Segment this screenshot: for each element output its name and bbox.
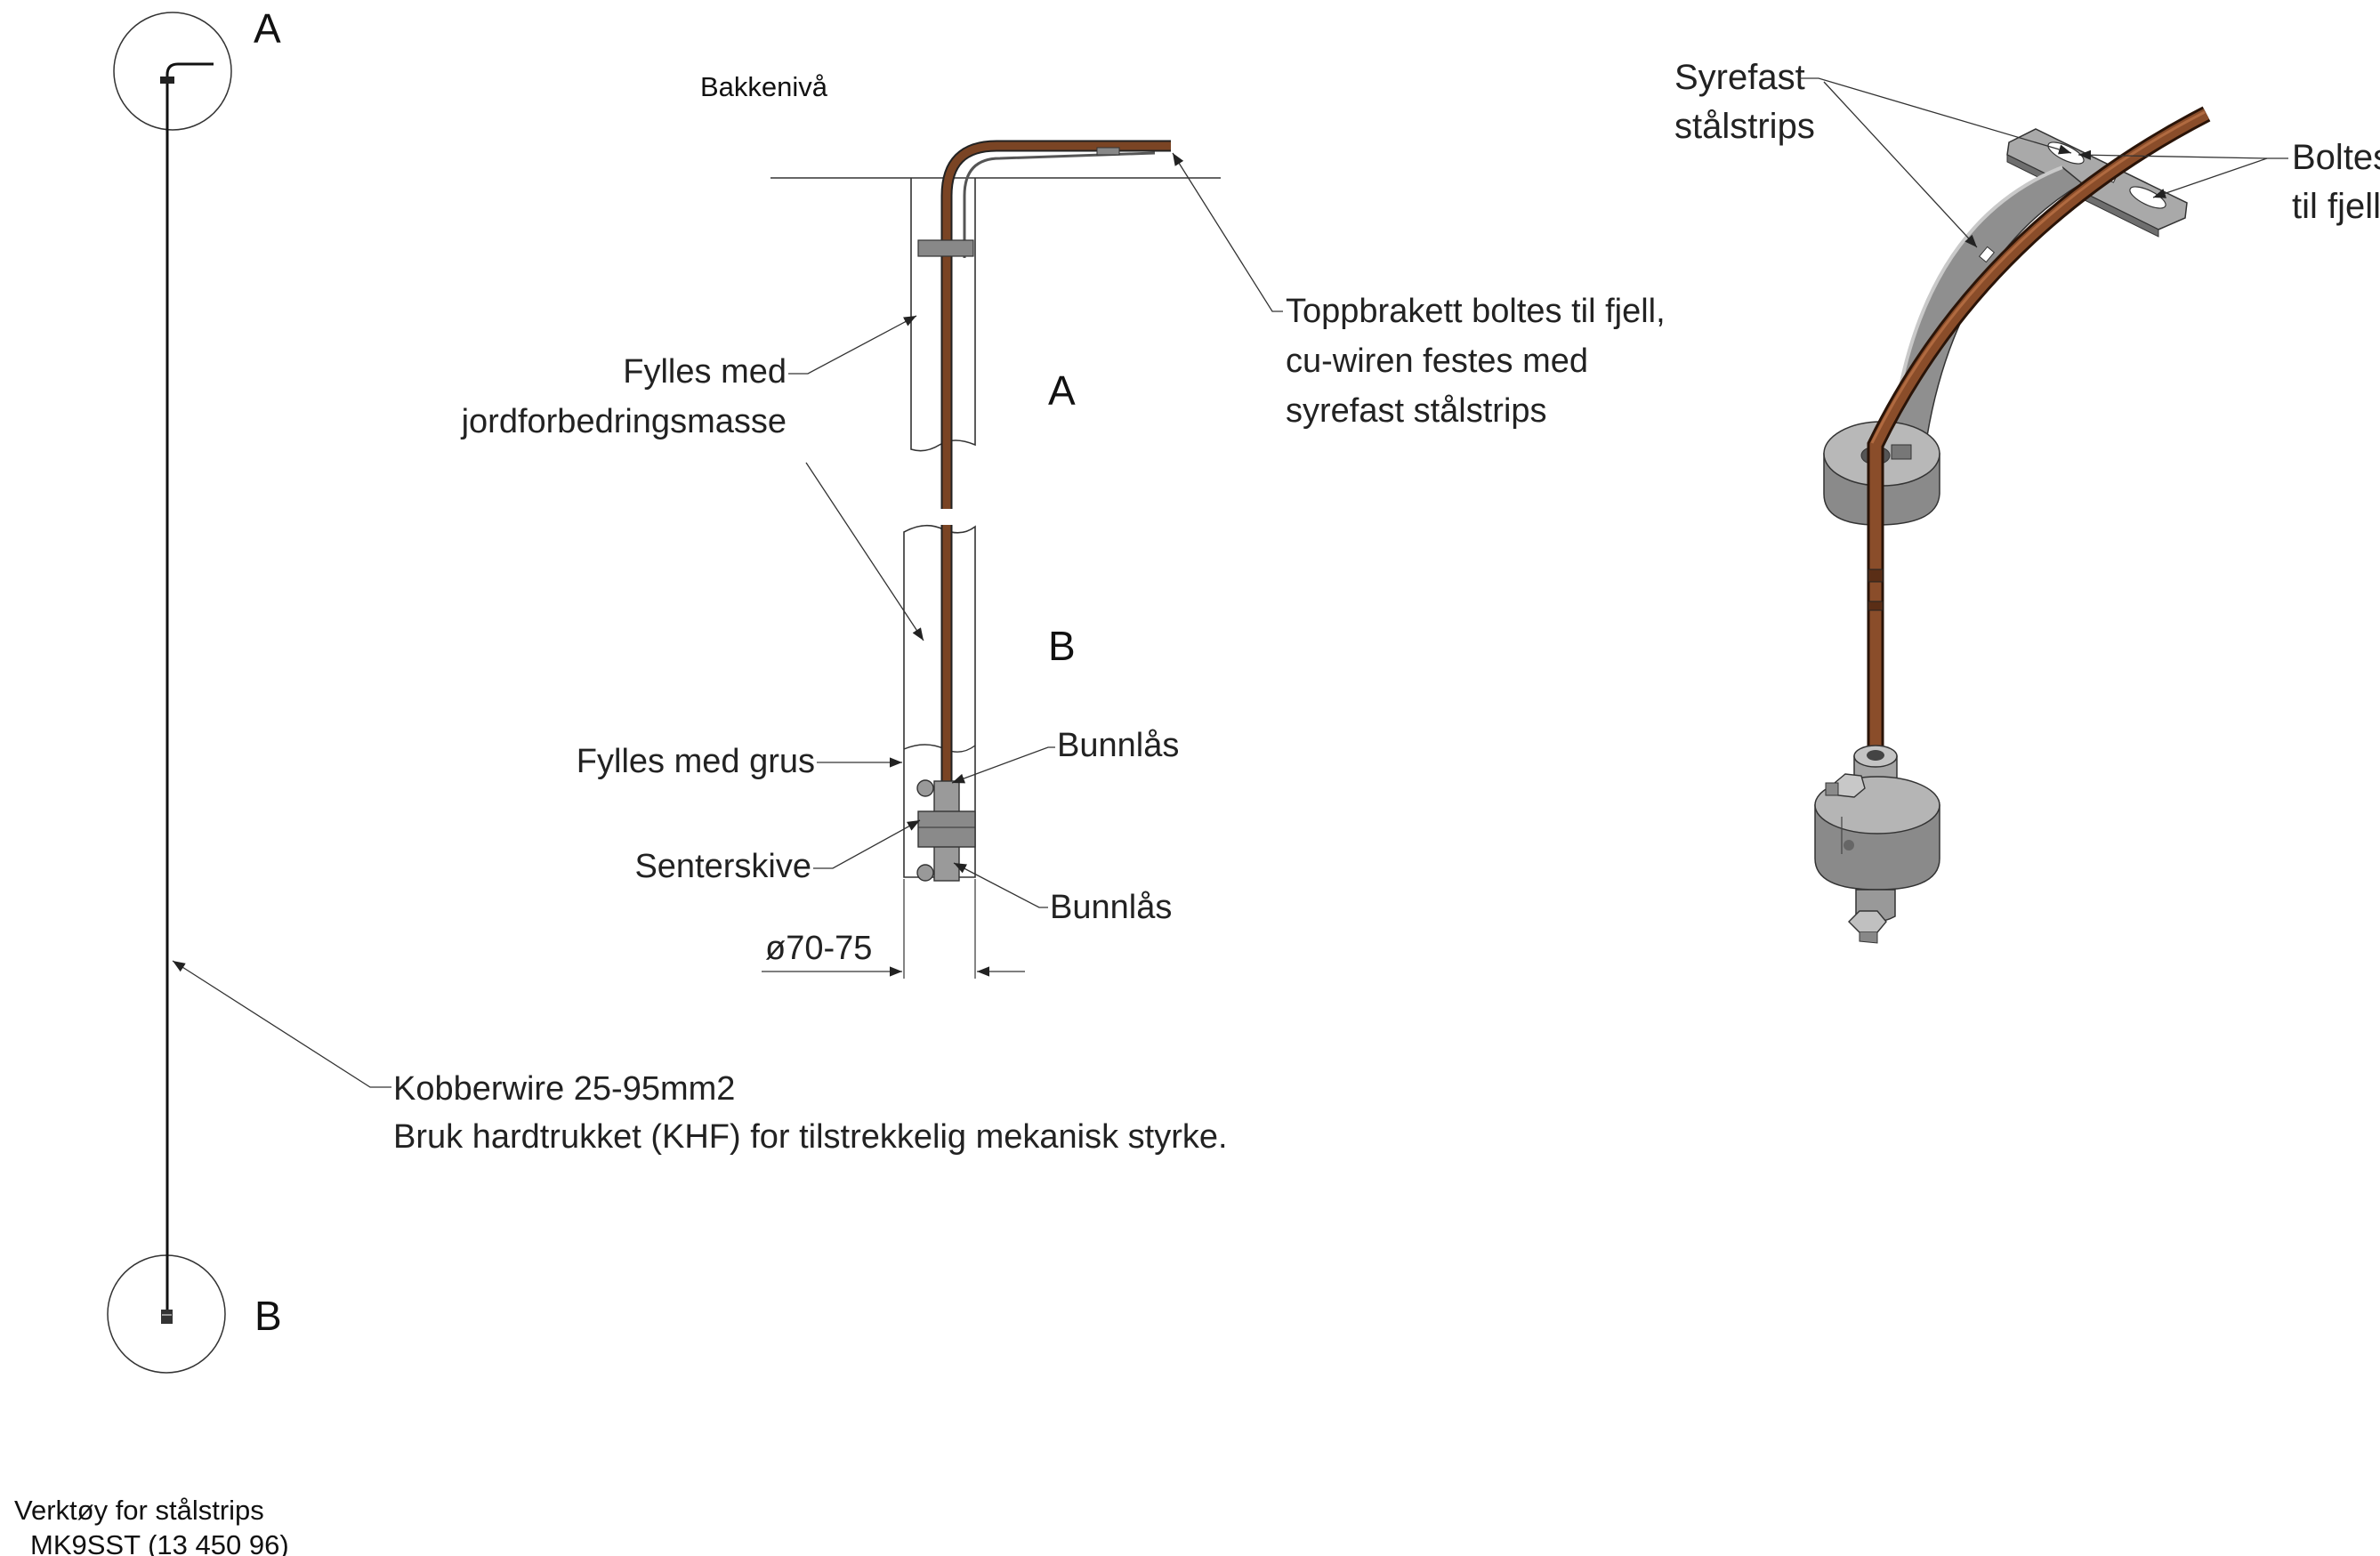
gravel-fill-line: [903, 744, 976, 753]
bottom-lock-leader-1: [951, 746, 1055, 784]
bore-hole-upper: [910, 178, 976, 452]
top-bracket-label-line3: syrefast stålstrips: [1286, 392, 1547, 430]
fill-soil-label-line2: jordforbedringsmasse: [461, 403, 787, 440]
detail-circle-a: [113, 12, 232, 131]
bottom-lock-leader-2: [953, 862, 1048, 908]
steel-strips-label-line1: Syrefast: [1674, 58, 1805, 97]
top-bracket-label-line2: cu-wiren festes med: [1286, 343, 1588, 380]
copper-wire-label-line2: Bruk hardtrukket (KHF) for tilstrekkelig…: [393, 1118, 1228, 1156]
copper-wire-label-line1: Kobberwire 25-95mm2: [393, 1070, 735, 1108]
fill-soil-leader-upper: [788, 315, 917, 375]
steel-strips-leader-2: [1823, 81, 1978, 248]
overview-label-a: A: [254, 5, 281, 52]
bottom-lock-label-1: Bunnlås: [1057, 727, 1179, 764]
tool-label-line2: MK9SST (13 450 96): [30, 1529, 289, 1556]
copper-wire-upper: [940, 140, 1171, 509]
overview-label-b: B: [254, 1293, 282, 1339]
bolt-leader-2: [2152, 157, 2268, 198]
center-disc-upper: [917, 239, 974, 257]
section-view: Bakkenivå A B Fylles med jordforb: [461, 71, 1666, 979]
steel-strips-label-line2: stålstrips: [1674, 107, 1815, 146]
copper-wire-leader: [172, 960, 391, 1088]
copper-wire-overview: [165, 62, 214, 1317]
iso-bottom-lock: [1814, 745, 1940, 944]
tool-label-line1: Verktøy for stålstrips: [14, 1495, 264, 1526]
bottom-lock-label-2: Bunnlås: [1050, 889, 1172, 926]
bottom-lock-small: [161, 1310, 173, 1324]
steel-strips-leader-1: [1799, 77, 2072, 155]
steel-strip-clamp: [1096, 147, 1120, 156]
bolt-leader-1: [2077, 149, 2288, 160]
bottom-lock-bolt-upper: [916, 779, 934, 797]
center-disc-leader: [813, 819, 921, 869]
bottom-lock-assembly: [916, 779, 976, 882]
fill-soil-leader-lower: [805, 462, 924, 641]
section-label-b: B: [1048, 623, 1076, 669]
center-disc-label: Senterskive: [634, 848, 811, 885]
section-label-a: A: [1048, 367, 1076, 414]
top-bracket-strip: [963, 151, 1156, 258]
bolt-label-line2: til fjell: [2292, 187, 2380, 226]
top-bracket-leader: [1172, 152, 1283, 312]
bolt-label-line1: Boltes: [2292, 138, 2380, 177]
ground-level-label: Bakkenivå: [700, 71, 828, 102]
tool-note: Verktøy for stålstrips MK9SST (13 450 96…: [14, 1495, 289, 1556]
top-bracket-small: [160, 77, 174, 84]
overview-view: A B Kobberwire 25-95mm2 Bruk hardtrukket…: [107, 5, 1228, 1374]
bottom-lock-bolt-lower: [916, 864, 934, 882]
diameter-label: ø70-75: [765, 930, 872, 967]
top-bracket-label-line1: Toppbrakett boltes til fjell,: [1286, 293, 1666, 330]
fill-gravel-label: Fylles med grus: [577, 743, 815, 780]
center-disc: [917, 810, 976, 848]
isometric-view: Syrefast stålstrips Boltes til fjell: [1674, 58, 2380, 944]
fill-soil-label-line1: Fylles med: [623, 353, 787, 391]
